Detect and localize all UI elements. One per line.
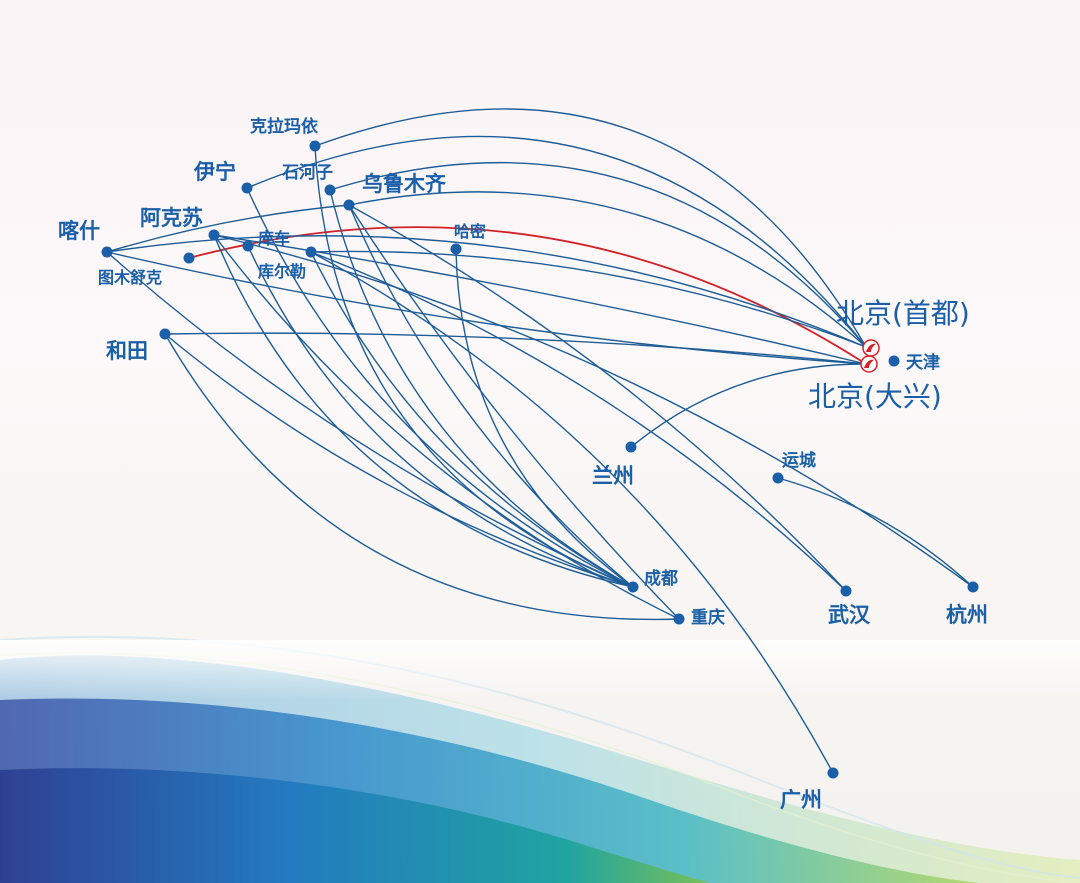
city-label-shihezi: 石河子 [281, 163, 333, 183]
route-kashi-urumqi [106, 204, 350, 253]
city-label-hetian: 和田 [106, 339, 148, 363]
route-kashi-beijing_daxing [106, 251, 867, 365]
route-kuerle-guangzhou [310, 251, 834, 774]
city-label-kashi: 喀什 [58, 219, 100, 243]
city-label-kelamayi: 克拉玛依 [250, 116, 319, 137]
city-marker-yining[interactable] [241, 182, 253, 194]
route-lanzhou-beijing_daxing [630, 363, 867, 448]
route-akesu-chongqing [213, 234, 680, 620]
city-label-kuche: 库车 [258, 229, 290, 248]
city-marker-hangzhou[interactable] [967, 581, 979, 593]
city-marker-yuncheng[interactable] [772, 472, 784, 484]
route-akesu-hangzhou [213, 234, 974, 588]
city-label-yuncheng: 运城 [782, 451, 816, 471]
route-lines [106, 108, 974, 774]
city-marker-wuhan[interactable] [840, 585, 852, 597]
route-akesu-chengdu [213, 234, 634, 588]
route-yining-beijing_capital [246, 135, 867, 348]
city-label-chongqing: 重庆 [691, 607, 725, 628]
city-label-wuhan: 武汉 [828, 603, 871, 627]
route-urumqi-chengdu [348, 204, 634, 588]
city-marker-kuche[interactable] [242, 240, 254, 252]
city-marker-hetian[interactable] [159, 328, 171, 340]
background-waves [0, 635, 1080, 883]
city-marker-akesu[interactable] [208, 229, 220, 241]
city-label-lanzhou: 兰州 [592, 464, 634, 488]
city-label-tianjin: 天津 [906, 352, 940, 373]
route-shihezi-chengdu [329, 189, 634, 588]
route-urumqi-wuhan [348, 204, 847, 592]
route-yuncheng-hangzhou [777, 477, 974, 588]
route-hetian-chongqing [164, 333, 680, 621]
city-marker-lanzhou[interactable] [625, 441, 637, 453]
city-marker-tumushuke[interactable] [183, 252, 195, 264]
route-kuerle-wuhan [310, 251, 847, 592]
city-marker-shihezi[interactable] [324, 184, 336, 196]
city-marker-guangzhou[interactable] [827, 767, 839, 779]
route-kashi-chengdu [106, 251, 634, 588]
route-shihezi-beijing_capital [329, 161, 867, 348]
route-hetian-beijing_daxing [164, 332, 867, 365]
airline-logo-icon [860, 339, 880, 373]
city-marker-urumqi[interactable] [343, 199, 355, 211]
route-urumqi-beijing_capital [348, 191, 867, 348]
city-marker-kelamayi[interactable] [309, 140, 321, 152]
city-label-akesu: 阿克苏 [140, 206, 203, 230]
city-marker-hami[interactable] [450, 243, 462, 255]
city-marker-kashi[interactable] [101, 246, 113, 258]
route-hetian-chengdu [164, 333, 634, 588]
city-label-urumqi: 乌鲁木齐 [362, 172, 447, 196]
route-hami-chengdu [455, 248, 634, 588]
city-label-yining: 伊宁 [193, 160, 236, 184]
city-label-kuerle: 库尔勒 [258, 262, 306, 281]
route-kuerle-beijing_capital [310, 250, 867, 348]
route-kashi-beijing_capital [106, 235, 867, 348]
city-marker-kuerle[interactable] [305, 246, 317, 258]
city-label-beijing_capital: 北京(首都) [836, 297, 970, 330]
city-label-hami: 哈密 [454, 222, 486, 241]
city-label-beijing_daxing: 北京(大兴) [808, 380, 942, 413]
city-marker-tianjin[interactable] [888, 355, 900, 367]
city-label-guangzhou: 广州 [780, 788, 822, 812]
route-yining-chengdu [246, 187, 634, 588]
city-label-chengdu: 成都 [644, 568, 678, 589]
route-kuche-chengdu [247, 245, 634, 588]
route-kuerle-chengdu [310, 251, 634, 588]
city-marker-chengdu[interactable] [627, 581, 639, 593]
route-urumqi-chongqing [348, 204, 680, 620]
city-label-tumushuke: 图木舒克 [98, 268, 162, 287]
city-label-hangzhou: 杭州 [946, 603, 988, 627]
city-marker-chongqing[interactable] [673, 613, 685, 625]
route-kelamayi-beijing_capital [314, 108, 867, 348]
